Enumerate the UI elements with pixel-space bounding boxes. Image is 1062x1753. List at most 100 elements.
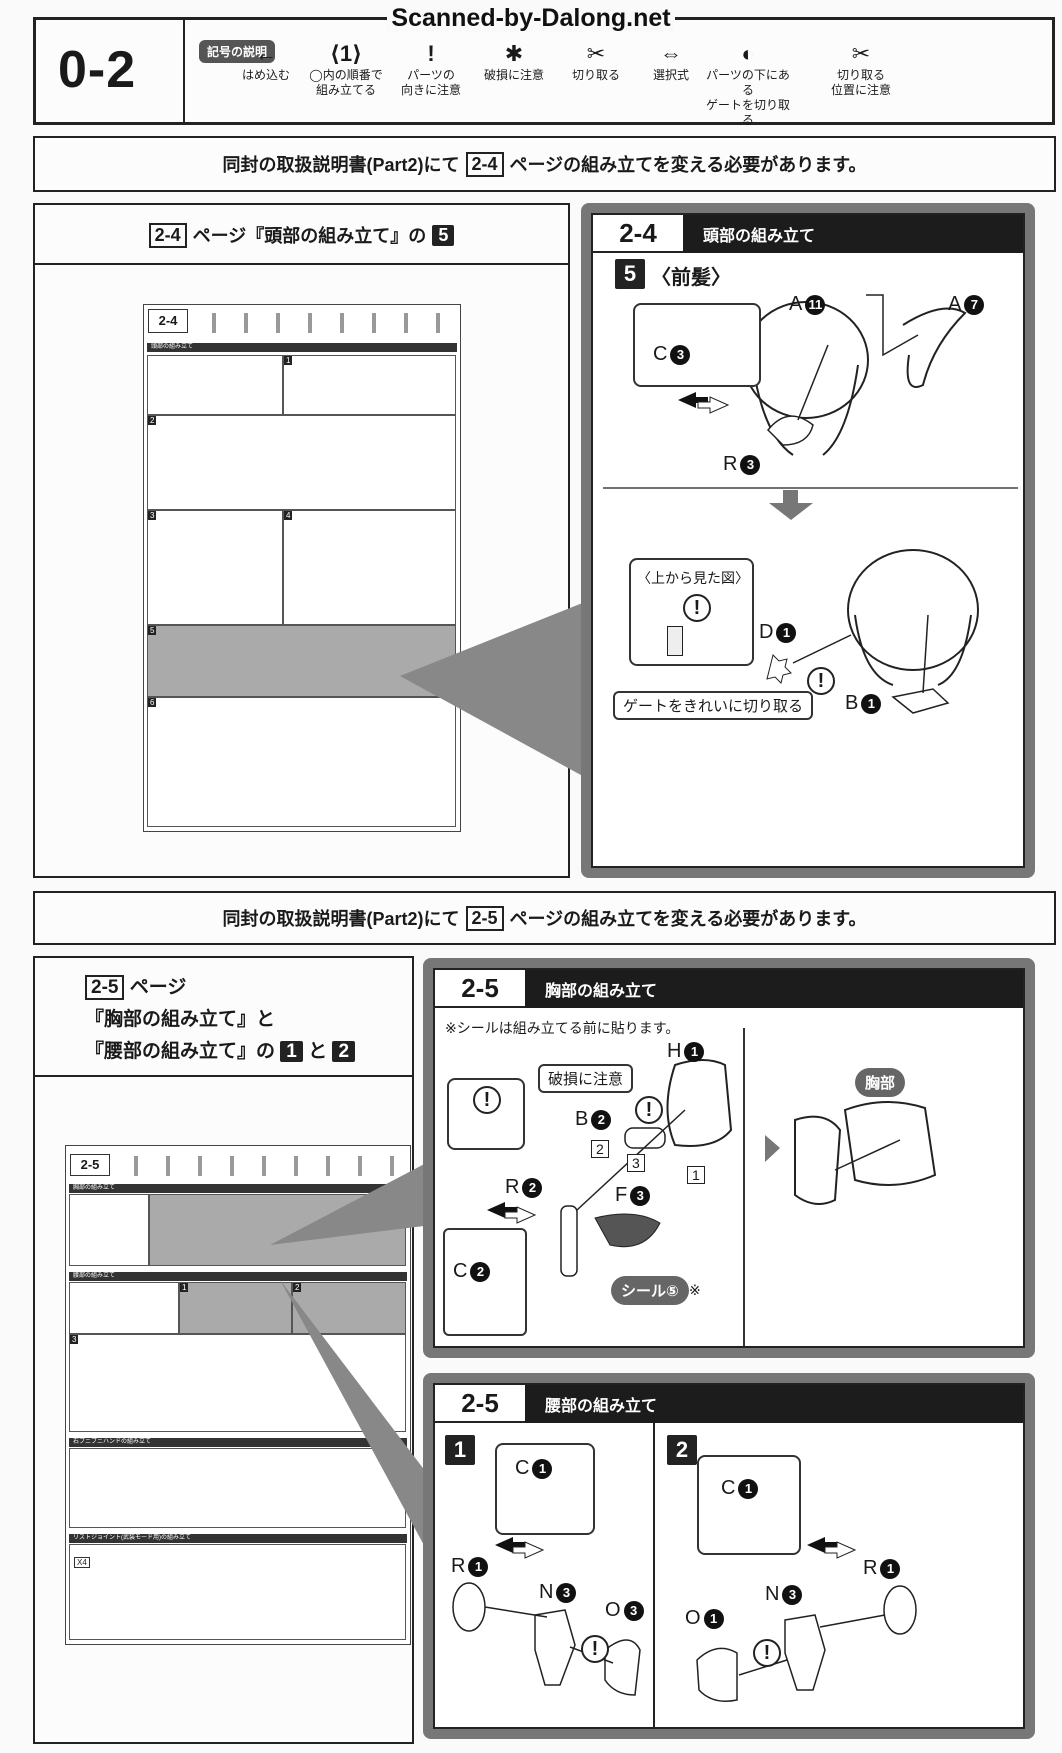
- part-letter: R: [451, 1555, 466, 1577]
- part-number: 3: [623, 1600, 644, 1621]
- part-letter: O: [685, 1607, 701, 1629]
- part-number: 1: [738, 1478, 759, 1499]
- page-ref: 2-4: [465, 151, 504, 177]
- part-letter: R: [863, 1557, 878, 1579]
- panel-page: 2-5: [435, 1385, 525, 1423]
- breakage-icon: ✱: [504, 40, 524, 66]
- sticker-note: ※シールは組み立てる前に貼ります。: [445, 1020, 680, 1036]
- notice-banner-2-4: 同封の取扱説明書(Part2)にて 2-4 ページの組み立てを変える必要がありま…: [33, 136, 1056, 192]
- part-letter: A: [789, 293, 803, 315]
- legend-symbol: ⟨1⟩ ◯内の順番で組み立てる: [301, 38, 391, 98]
- banner-text: ページの組み立てを変える必要があります。: [509, 155, 867, 175]
- orientation-warning-icon: !: [753, 1639, 781, 1667]
- legend-symbol: ◐パーツの下にあるゲートを切り取る: [703, 38, 793, 128]
- symbol-label: はめ込む: [241, 68, 290, 82]
- symbol-label: ゲートを切り取る: [705, 98, 790, 127]
- part-number: 2: [591, 1109, 612, 1130]
- top-view-label: 〈上から見た図〉: [637, 570, 749, 586]
- gate-under-part-icon: ◐: [741, 40, 755, 66]
- thumb-step: 2: [293, 1283, 302, 1292]
- part-number: 1: [776, 622, 797, 643]
- part-number: 1: [468, 1556, 489, 1577]
- symbol-label: 組み立てる: [315, 83, 376, 97]
- part-letter: C: [653, 343, 668, 365]
- divider: [743, 1028, 745, 1346]
- cut-icon: ✂: [586, 40, 606, 66]
- thumb-cell-highlighted: 5: [147, 625, 456, 697]
- thumb-legend: [116, 1156, 404, 1176]
- page-ref: 2-5: [85, 975, 125, 1000]
- step-number: 2: [667, 1435, 697, 1465]
- page-number: 0-2: [58, 41, 137, 99]
- thumb-cell: [69, 1448, 406, 1528]
- thumb-step: 1: [284, 356, 293, 365]
- notice-banner-2-5: 同封の取扱説明書(Part2)にて 2-5 ページの組み立てを変える必要がありま…: [33, 891, 1056, 945]
- legend-symbol: ✂切り取る: [551, 38, 641, 83]
- part-letter: O: [605, 1599, 621, 1621]
- title-text: ページ: [129, 977, 187, 998]
- banner-text: ページの組み立てを変える必要があります。: [509, 909, 867, 929]
- part-number: 3: [630, 1185, 651, 1206]
- part-letter: N: [765, 1583, 780, 1605]
- symbol-label: 位置に注意: [830, 83, 891, 97]
- part-number: 1: [861, 693, 882, 714]
- orientation-warning-icon: !: [473, 1086, 501, 1114]
- divider: [183, 20, 185, 122]
- symbol-label: 切り取る: [836, 68, 885, 82]
- banner-text: 同封の取扱説明書(Part2)にて: [222, 155, 460, 175]
- thumb-cell: 2: [147, 415, 456, 510]
- part-top-view: [667, 626, 683, 656]
- legend-symbol: ←はめ込む: [221, 38, 311, 83]
- banner-text: 同封の取扱説明書(Part2)にて: [222, 909, 460, 929]
- thumb-step: 4: [284, 511, 293, 520]
- legend-symbol: ✱ 破損に注意: [469, 38, 559, 83]
- thumb-step: 5: [148, 626, 157, 635]
- part-number: 1: [703, 1608, 724, 1629]
- cut-position-icon: ✂: [851, 40, 871, 66]
- part-number: 7: [964, 294, 985, 315]
- legend-badge: 記号の説明: [199, 40, 276, 63]
- exclamation-icon: !: [427, 40, 435, 66]
- panel-page: 2-5: [435, 970, 525, 1008]
- order-step-2: 2: [591, 1140, 609, 1158]
- symbol-label: パーツの: [407, 68, 455, 82]
- thumb-cell-highlighted: 1: [179, 1282, 292, 1334]
- thumb-step: 2: [148, 416, 157, 425]
- part-letter: R: [723, 453, 738, 475]
- panel-header: 2-5 腰部の組み立て: [435, 1385, 1023, 1423]
- step-title: 〈前髪〉: [651, 267, 731, 289]
- legend-symbol: ⇔選択式: [626, 38, 716, 83]
- thumb-step: 3: [70, 1335, 79, 1344]
- symbol-label: 破損に注意: [483, 68, 544, 82]
- panel-title: 腰部の組み立て: [545, 1398, 658, 1415]
- part-number: 1: [880, 1558, 901, 1579]
- part-letter: N: [539, 1581, 554, 1603]
- symbol-label: ◯内の順番で: [309, 68, 383, 82]
- legend-symbol: !パーツの向きに注意: [386, 38, 476, 98]
- chest-illustration: [487, 1059, 937, 1277]
- part-number: 2: [470, 1261, 491, 1282]
- panel-title: 2-5 ページ 『胸部の組み立て』と 『腰部の組み立て』の 1 と 2: [85, 972, 356, 1068]
- watermark: Scanned-by-Dalong.net: [0, 4, 1062, 33]
- divider: [35, 1075, 412, 1077]
- part-number: 2: [522, 1177, 543, 1198]
- choice-arrows-icon: ⇔: [660, 40, 682, 66]
- hexagon-order-icon: ⟨1⟩: [329, 40, 363, 66]
- part-letter: H: [667, 1040, 682, 1062]
- sticker-note-mark: ※: [689, 1282, 701, 1298]
- step-number: 1: [445, 1435, 475, 1465]
- page-ref: 2-4: [148, 222, 187, 248]
